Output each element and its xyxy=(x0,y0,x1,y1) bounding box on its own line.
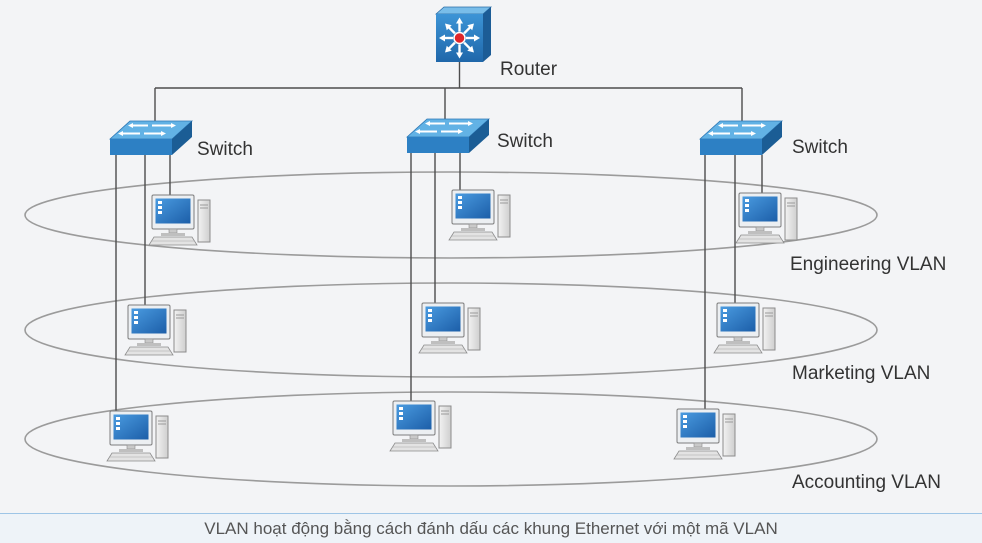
engineering-vlan-label: Engineering VLAN xyxy=(790,254,946,275)
router-side-face xyxy=(483,7,491,62)
switch-middle xyxy=(406,118,490,154)
router-top-face xyxy=(434,6,493,15)
switch-label-left: Switch xyxy=(197,139,253,160)
marketing-vlan-ellipse xyxy=(24,282,878,378)
engineering-pc-right xyxy=(735,192,798,244)
router-arrows xyxy=(439,17,480,59)
accounting-pc-right xyxy=(673,408,736,460)
marketing-pc-middle xyxy=(418,302,481,354)
marketing-vlan-label: Marketing VLAN xyxy=(792,363,930,384)
vlan-network-diagram: Router Switch Switch Switch Engineering … xyxy=(24,6,946,493)
switch-label-right: Switch xyxy=(792,137,848,158)
switch-left xyxy=(109,120,193,156)
router-icon xyxy=(434,6,493,62)
accounting-vlan-label: Accounting VLAN xyxy=(792,472,941,493)
marketing-pc-left xyxy=(124,304,187,356)
marketing-pc-right xyxy=(713,302,776,354)
accounting-pc-middle xyxy=(389,400,452,452)
switch-label-middle: Switch xyxy=(497,131,553,152)
engineering-vlan-ellipse xyxy=(24,171,878,259)
engineering-pc-middle xyxy=(448,189,511,241)
switch-right xyxy=(699,120,783,156)
accounting-vlan-ellipse xyxy=(24,391,878,487)
router-center-dot xyxy=(453,31,466,45)
engineering-pc-left xyxy=(148,194,211,246)
router-label: Router xyxy=(500,59,558,80)
accounting-pc-left xyxy=(106,410,169,462)
figure-caption: VLAN hoạt động bằng cách đánh dấu các kh… xyxy=(0,513,982,543)
